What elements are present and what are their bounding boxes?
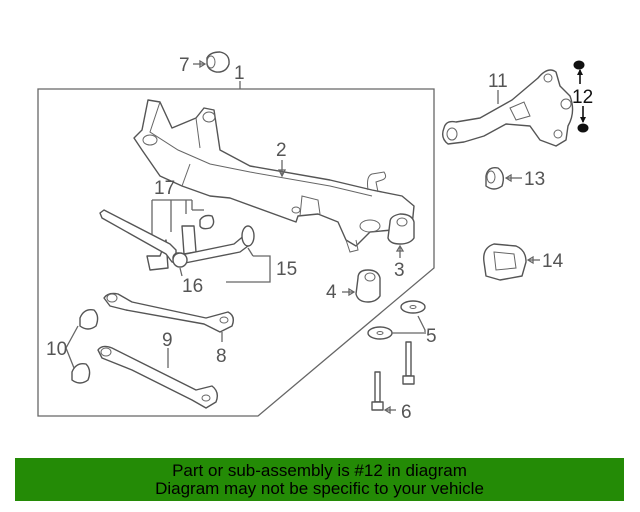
callout-16[interactable]: 16 [182, 276, 203, 297]
part-16-bushing[interactable] [172, 252, 188, 268]
callout-9[interactable]: 9 [162, 330, 173, 351]
part-6-bolt[interactable] [371, 341, 415, 411]
part-10-bushing[interactable] [71, 308, 99, 384]
part-4-mount[interactable] [355, 269, 381, 303]
part-11-knuckle[interactable] [441, 69, 574, 147]
banner-line-1: Part or sub-assembly is #12 in diagram [172, 461, 467, 480]
callout-12[interactable]: 12 [572, 87, 593, 108]
callout-4[interactable]: 4 [326, 282, 337, 303]
callout-11[interactable]: 11 [488, 71, 508, 92]
callout-2[interactable]: 2 [276, 140, 287, 161]
part-17-bracket[interactable] [146, 214, 215, 271]
part-12-nut[interactable] [573, 60, 589, 133]
info-banner: Part or sub-assembly is #12 in diagram D… [15, 458, 624, 501]
part-13-bushing[interactable] [485, 166, 505, 190]
callout-10[interactable]: 10 [46, 339, 67, 360]
banner-line-2: Diagram may not be specific to your vehi… [155, 479, 484, 498]
callout-13[interactable]: 13 [524, 169, 545, 190]
part-2-crossmember[interactable] [133, 99, 415, 253]
callout-7[interactable]: 7 [179, 55, 190, 76]
part-8-lateral-link[interactable] [103, 292, 235, 333]
callout-17[interactable]: 17 [154, 178, 175, 199]
part-3-mount[interactable] [387, 213, 415, 245]
assembly-boundary [37, 88, 435, 417]
callout-14[interactable]: 14 [542, 251, 564, 272]
callout-15[interactable]: 15 [276, 259, 297, 280]
callout-5[interactable]: 5 [426, 326, 437, 347]
part-9-lateral-link[interactable] [97, 345, 219, 409]
callout-3[interactable]: 3 [394, 260, 405, 281]
callout-6[interactable]: 6 [401, 402, 412, 423]
callout-1[interactable]: 1 [234, 63, 245, 84]
part-7-bushing[interactable] [206, 51, 230, 73]
part-14-mount[interactable] [483, 243, 527, 281]
callout-8[interactable]: 8 [216, 346, 227, 367]
